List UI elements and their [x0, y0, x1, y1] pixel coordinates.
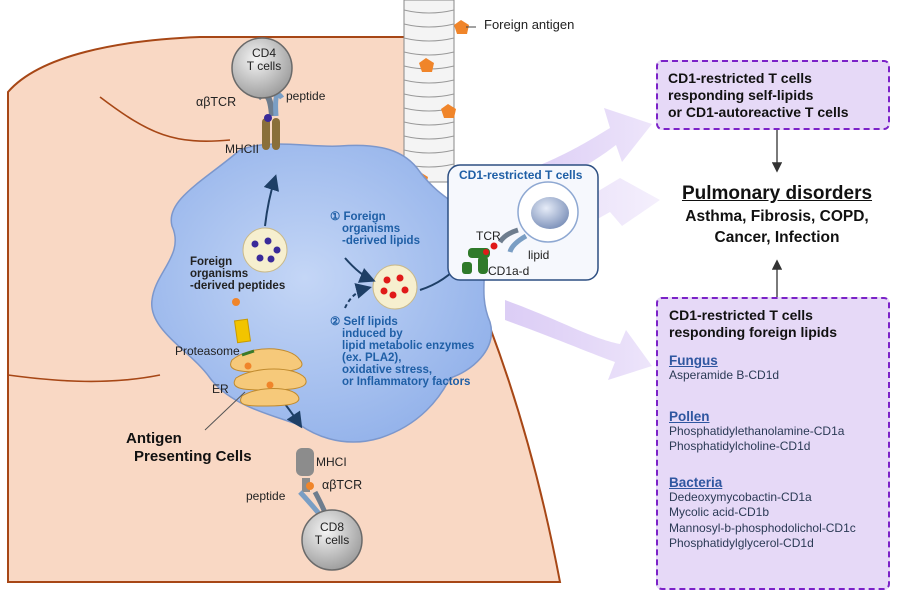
proteasome-shape [233, 318, 252, 344]
cd4-label: CD4 T cells [244, 47, 284, 72]
disorders-title: Pulmonary disorders [681, 183, 873, 204]
pollen-item: Phosphatidylcholine-CD1d [669, 439, 811, 454]
tcr-label: TCR [476, 229, 501, 243]
disorders-block: Pulmonary disorders Asthma, Fibrosis, CO… [657, 183, 897, 249]
bacteria-heading: Bacteria [669, 475, 723, 490]
bacteria-item: Phosphatidylglycerol-CD1d [669, 536, 814, 551]
cd4-t-cell [231, 37, 293, 99]
lipid-vesicle [372, 264, 418, 310]
step2-line6: or Inflammatory factors [342, 376, 471, 389]
cd1-box-title: CD1-restricted T cells [459, 168, 583, 182]
step1-line1: ① Foreign [330, 211, 386, 223]
disorders-line2: Cancer, Infection [714, 228, 840, 246]
foreign-pep-line1: Foreign [190, 256, 233, 268]
bacteria-item: Dedeoxymycobactin-CD1a [669, 490, 812, 504]
step2-line3: lipid metabolic enzymes [342, 340, 475, 353]
cd8-line1: CD8 [319, 520, 344, 534]
foreign-pep-line2: organisms [190, 268, 249, 281]
abtcr-bottom-label: αβTCR [322, 478, 363, 492]
pollen-item: Phosphatidylethanolamine-CD1a [669, 424, 845, 438]
step2-line1: ② Self lipids [330, 316, 398, 328]
cd4-line1: CD4 [251, 46, 276, 60]
step2-line4: (ex. PLA2), [342, 352, 402, 365]
peptide-bottom-label: peptide [246, 489, 286, 503]
mhci-label: MHCI [316, 455, 347, 469]
step2-label: ② Self lipids induced by lipid metabolic… [330, 316, 474, 388]
foreign-peptide-label: Foreign organisms -derived peptides [190, 256, 285, 292]
apc-line2: Presenting Cells [134, 448, 252, 465]
foreign-lipid-title-line1: CD1-restricted T cells [669, 307, 813, 323]
trachea [403, 0, 455, 183]
self-lipid-line2: responding self-lipids [668, 87, 814, 104]
cd8-line2: T cells [314, 532, 350, 547]
step1-line2: organisms [342, 223, 401, 236]
foreign-pep-line3: -derived peptides [190, 280, 286, 293]
step2-line2: induced by [342, 328, 403, 341]
peptide-top-label: peptide [286, 89, 326, 103]
fungus-heading: Fungus [669, 353, 718, 368]
mhcii-label: MHCII [225, 142, 259, 156]
apc-line1: Antigen [126, 430, 182, 447]
bacteria-item: Mycolic acid-CD1b [669, 505, 770, 520]
proteasome-label: Proteasome [175, 344, 240, 358]
cd1ad-label: CD1a-d [488, 264, 530, 278]
step1-line3: -derived lipids [342, 235, 420, 248]
fungus-section: Fungus Asperamide B-CD1d [669, 353, 779, 383]
abtcr-top-label: αβTCR [196, 95, 237, 109]
apc-label: Antigen Presenting Cells [126, 430, 252, 466]
cd8-label: CD8 T cells [312, 521, 352, 546]
self-lipid-line1: CD1-restricted T cells [668, 70, 812, 86]
step2-line5: oxidative stress, [342, 364, 433, 377]
self-lipid-line3: or CD1-autoreactive T cells [668, 104, 849, 121]
cd4-line2: T cells [246, 58, 282, 73]
cd8-t-cell [301, 509, 363, 571]
disorders-line1: Asthma, Fibrosis, COPD, [685, 207, 869, 225]
step1-label: ① Foreign organisms -derived lipids [330, 211, 420, 247]
er-label: ER [212, 382, 229, 396]
pollen-heading: Pollen [669, 409, 710, 424]
bacteria-section: Bacteria Dedeoxymycobactin-CD1a Mycolic … [669, 475, 856, 551]
foreign-lipid-panel: CD1-restricted T cells responding foreig… [656, 297, 890, 590]
lipid-label: lipid [528, 248, 550, 262]
bacteria-item: Mannosyl-b-phosphodolichol-CD1c [669, 520, 856, 535]
fungus-item: Asperamide B-CD1d [669, 368, 780, 382]
pollen-section: Pollen Phosphatidylethanolamine-CD1a Pho… [669, 409, 844, 455]
foreign-antigen-label: Foreign antigen [484, 17, 575, 32]
foreign-lipid-title: CD1-restricted T cells responding foreig… [669, 307, 837, 341]
er-shape [230, 348, 307, 407]
self-lipid-panel: CD1-restricted T cells responding self-l… [656, 60, 890, 130]
foreign-lipid-title-line2: responding foreign lipids [669, 324, 837, 341]
peptide-vesicle [242, 227, 288, 273]
